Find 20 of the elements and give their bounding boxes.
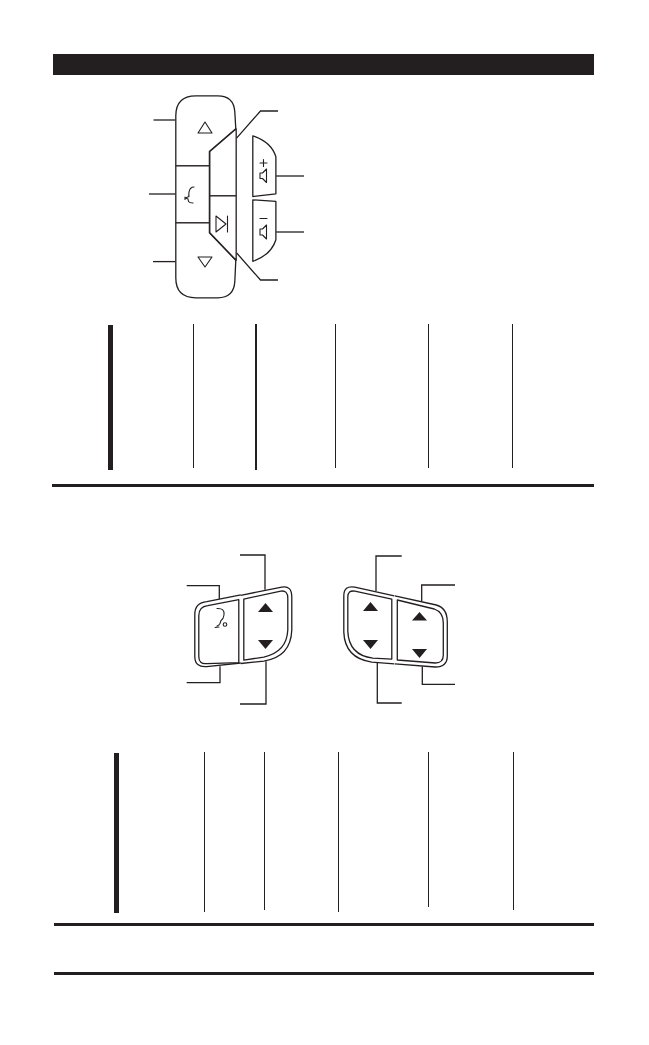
push-button <box>251 199 277 263</box>
rocker-button <box>393 595 448 668</box>
push-button <box>208 195 237 262</box>
leader-line <box>376 662 403 704</box>
leader-line <box>275 231 305 233</box>
leader-line <box>421 665 456 685</box>
leader-line <box>239 554 266 591</box>
push-button <box>175 165 211 224</box>
leader-line <box>235 110 279 139</box>
leader-line <box>235 252 279 281</box>
leader-line <box>186 665 221 684</box>
leader-line <box>239 660 267 705</box>
push-button <box>194 594 242 668</box>
leader-line <box>275 175 305 177</box>
leader-line <box>186 585 220 600</box>
leader-line <box>375 555 403 592</box>
rocker-button <box>240 585 293 665</box>
push-button <box>251 135 277 198</box>
rocker-button <box>343 585 396 665</box>
leader-line <box>421 584 456 602</box>
